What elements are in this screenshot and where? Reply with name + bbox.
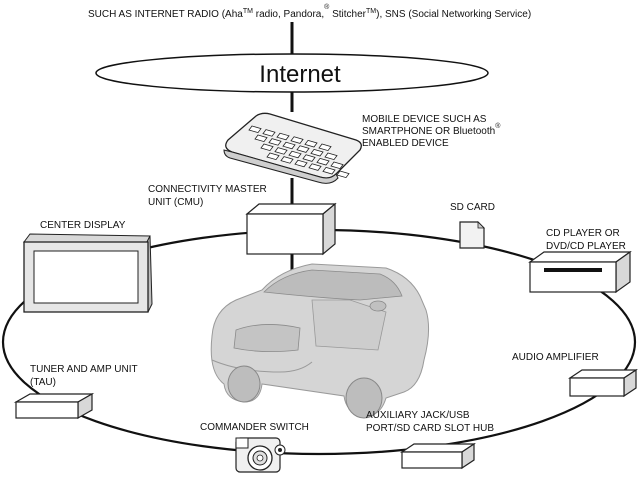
sd-card-label: SD CARD bbox=[450, 202, 495, 213]
phone-key bbox=[262, 129, 276, 137]
phone-key bbox=[330, 161, 344, 170]
center-display-label: CENTER DISPLAY bbox=[40, 220, 126, 231]
phone-key bbox=[280, 156, 294, 164]
phone-key bbox=[316, 157, 330, 166]
phone-key bbox=[254, 134, 268, 143]
vehicle-image bbox=[210, 263, 430, 419]
phone-key bbox=[282, 141, 296, 150]
phone-key bbox=[302, 154, 316, 162]
cd-player-icon bbox=[528, 250, 632, 294]
phone-key bbox=[318, 143, 332, 152]
aux-usb-hub-icon bbox=[400, 442, 476, 470]
audio-amplifier-label: AUDIO AMPLIFIER bbox=[512, 352, 599, 363]
tuner-amp-unit-icon bbox=[13, 392, 95, 420]
phone-key bbox=[296, 145, 310, 153]
sd-card-icon bbox=[459, 221, 485, 249]
tuner-amp-label: TUNER AND AMP UNIT (TAU) bbox=[30, 364, 140, 388]
aux-usb-hub-label: AUXILIARY JACK/USB PORT/SD CARD SLOT HUB bbox=[366, 410, 494, 434]
phone-key bbox=[308, 163, 322, 171]
phone-key bbox=[310, 148, 324, 157]
mobile-device-label: MOBILE DEVICE SUCH AS SMARTPHONE OR Blue… bbox=[362, 114, 503, 149]
cmu-label: CONNECTIVITY MASTER UNIT (CMU) bbox=[148, 184, 270, 208]
commander-switch-icon bbox=[235, 437, 286, 473]
internet-sources-caption: SUCH AS INTERNET RADIO (AhaTM radio, Pan… bbox=[88, 3, 531, 20]
phone-key bbox=[322, 166, 336, 175]
phone-key bbox=[288, 150, 302, 159]
phone-key bbox=[290, 136, 304, 144]
phone-key bbox=[336, 170, 350, 179]
center-display-icon bbox=[23, 233, 153, 313]
cd-player-label: CD PLAYER OR DVD/CD PLAYER bbox=[546, 228, 626, 252]
audio-amplifier-icon bbox=[568, 368, 638, 398]
mobile-device-icon bbox=[223, 112, 362, 184]
internet-label: Internet bbox=[259, 61, 341, 88]
phone-key bbox=[304, 139, 318, 148]
internet-cloud: Internet bbox=[95, 53, 489, 93]
phone-key bbox=[268, 138, 282, 146]
phone-key bbox=[260, 143, 274, 152]
cmu-box-icon bbox=[245, 202, 337, 256]
phone-key bbox=[274, 147, 288, 155]
phone-key bbox=[276, 132, 290, 141]
phone-key bbox=[266, 152, 280, 161]
phone-key bbox=[294, 159, 308, 168]
phone-key bbox=[324, 152, 338, 161]
phone-key bbox=[248, 125, 262, 134]
commander-switch-label: COMMANDER SWITCH bbox=[200, 422, 309, 433]
